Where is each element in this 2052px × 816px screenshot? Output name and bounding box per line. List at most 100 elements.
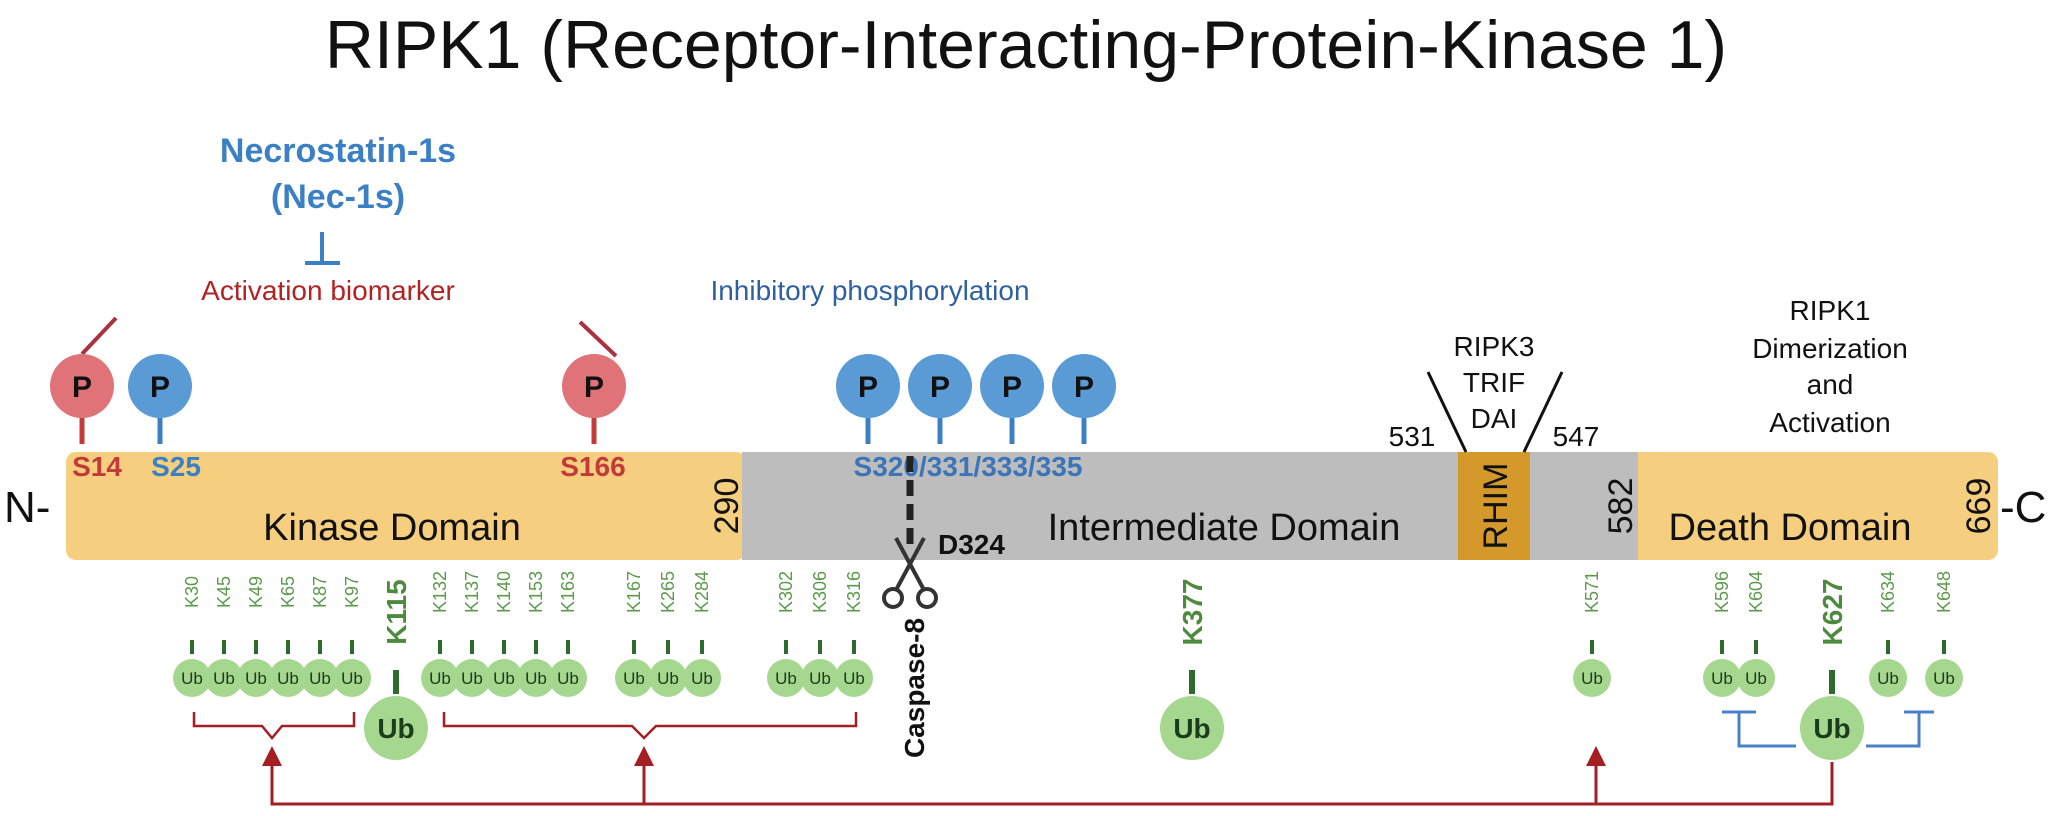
lys-k604: K604 xyxy=(1746,571,1766,613)
ub-label: Ub xyxy=(1933,669,1955,688)
boundary-547: 547 xyxy=(1553,421,1600,452)
ub-major-label: Ub xyxy=(377,713,414,744)
ub-small-stems xyxy=(190,640,1946,654)
lys-k45: K45 xyxy=(214,576,234,608)
lys-k167: K167 xyxy=(624,571,644,613)
boundary-582: 582 xyxy=(1602,478,1640,535)
site-s166: S166 xyxy=(560,451,625,482)
rhim-domain-bar xyxy=(1458,452,1530,560)
boundary-290: 290 xyxy=(708,478,746,535)
ub-major-label: Ub xyxy=(1813,713,1850,744)
ub-label: Ub xyxy=(657,669,679,688)
ub-label: Ub xyxy=(775,669,797,688)
c-terminus: -C xyxy=(2000,483,2046,532)
ub-label: Ub xyxy=(1711,669,1733,688)
site-s25: S25 xyxy=(151,451,201,482)
site-s320-335: S320/331/333/335 xyxy=(854,451,1083,482)
ub-label: Ub xyxy=(213,669,235,688)
ub-label: Ub xyxy=(309,669,331,688)
lys-k306: K306 xyxy=(810,571,830,613)
lys-k302: K302 xyxy=(776,571,796,613)
rhim-partner-dai: DAI xyxy=(1471,403,1518,434)
rhim-label: RHIM xyxy=(1477,463,1515,550)
ub-label: Ub xyxy=(691,669,713,688)
lys-k140: K140 xyxy=(494,571,514,613)
intermediate-domain-label: Intermediate Domain xyxy=(1048,507,1401,549)
feedback-arrows xyxy=(270,762,1834,806)
ub-label: Ub xyxy=(843,669,865,688)
dimerization-inhibit-brackets xyxy=(1722,710,1934,748)
lys-k316: K316 xyxy=(844,571,864,613)
inhibitory-phosphorylation-label: Inhibitory phosphorylation xyxy=(710,275,1029,306)
ub-major-stems xyxy=(393,670,1835,694)
ub-label: Ub xyxy=(1581,669,1603,688)
lys-k115: K115 xyxy=(381,579,412,644)
kinase-domain-label: Kinase Domain xyxy=(263,507,521,549)
death-domain-label: Death Domain xyxy=(1669,507,1912,549)
phospho-p-symbol: P xyxy=(150,371,170,404)
arrow-heads xyxy=(262,746,1606,766)
caspase-8-label: Caspase-8 xyxy=(899,618,930,758)
death-domain-bar-edge xyxy=(1638,452,1658,560)
phospho-s335: P xyxy=(1052,354,1116,444)
ub-label: Ub xyxy=(809,669,831,688)
lys-k377: K377 xyxy=(1177,579,1208,646)
site-s14: S14 xyxy=(72,451,122,482)
inhibitor-abbrev: (Nec-1s) xyxy=(271,178,405,216)
lys-k571: K571 xyxy=(1582,571,1602,613)
inhibition-symbol xyxy=(305,232,340,265)
ub-label: Ub xyxy=(623,669,645,688)
phospho-p-symbol: P xyxy=(1074,371,1094,404)
activation-biomarker-label: Activation biomarker xyxy=(201,275,455,306)
lys-k97: K97 xyxy=(342,576,362,608)
diagram-title: RIPK1 (Receptor-Interacting-Protein-Kina… xyxy=(325,7,1727,83)
rhim-binding-lines xyxy=(1426,371,1564,453)
lys-k132: K132 xyxy=(430,571,450,613)
dd-note-4: Activation xyxy=(1769,407,1890,438)
dd-note-3: and xyxy=(1807,369,1854,400)
phospho-p-symbol: P xyxy=(1002,371,1022,404)
ub-label: Ub xyxy=(525,669,547,688)
ub-label: Ub xyxy=(181,669,203,688)
kinase-domain-bar xyxy=(66,452,746,560)
ub-label: Ub xyxy=(429,669,451,688)
ub-major-label: Ub xyxy=(1173,713,1210,744)
phospho-s333: P xyxy=(980,354,1044,444)
lys-k153: K153 xyxy=(526,571,546,613)
phospho-p-symbol: P xyxy=(858,371,878,404)
n-terminus: N- xyxy=(4,483,50,532)
ub-label: Ub xyxy=(277,669,299,688)
ub-label: Ub xyxy=(1745,669,1767,688)
inhibitor-name: Necrostatin-1s xyxy=(220,132,456,170)
phospho-s320: P xyxy=(836,354,900,444)
phospho-s25: P xyxy=(128,354,192,444)
boundary-669: 669 xyxy=(1960,478,1998,535)
phospho-p-symbol: P xyxy=(930,371,950,404)
phospho-p-symbol: P xyxy=(72,371,92,404)
dd-note-2: Dimerization xyxy=(1752,333,1908,364)
lys-k265: K265 xyxy=(658,571,678,613)
ub-small-group xyxy=(173,659,1963,697)
phospho-s331: P xyxy=(908,354,972,444)
ub-label: Ub xyxy=(557,669,579,688)
lys-k627: K627 xyxy=(1817,579,1848,646)
lysine-labels: K30 K45 K49 K65 K87 K97 K132 K137 K140 K… xyxy=(182,571,1954,613)
lys-k596: K596 xyxy=(1712,571,1732,613)
lys-k163: K163 xyxy=(558,571,578,613)
lys-k30: K30 xyxy=(182,576,202,608)
ub-label: Ub xyxy=(493,669,515,688)
ub-label: Ub xyxy=(461,669,483,688)
ub-brackets xyxy=(192,712,858,740)
ub-label: Ub xyxy=(1877,669,1899,688)
ub-label: Ub xyxy=(245,669,267,688)
lys-k284: K284 xyxy=(692,571,712,613)
dd-note-1: RIPK1 xyxy=(1790,295,1871,326)
phospho-p-symbol: P xyxy=(584,371,604,404)
lys-k634: K634 xyxy=(1878,571,1898,613)
rhim-partner-trif: TRIF xyxy=(1463,367,1525,398)
lys-k65: K65 xyxy=(278,576,298,608)
scissors-icon xyxy=(882,537,938,609)
death-domain-bar xyxy=(1638,452,1998,560)
lys-k49: K49 xyxy=(246,576,266,608)
